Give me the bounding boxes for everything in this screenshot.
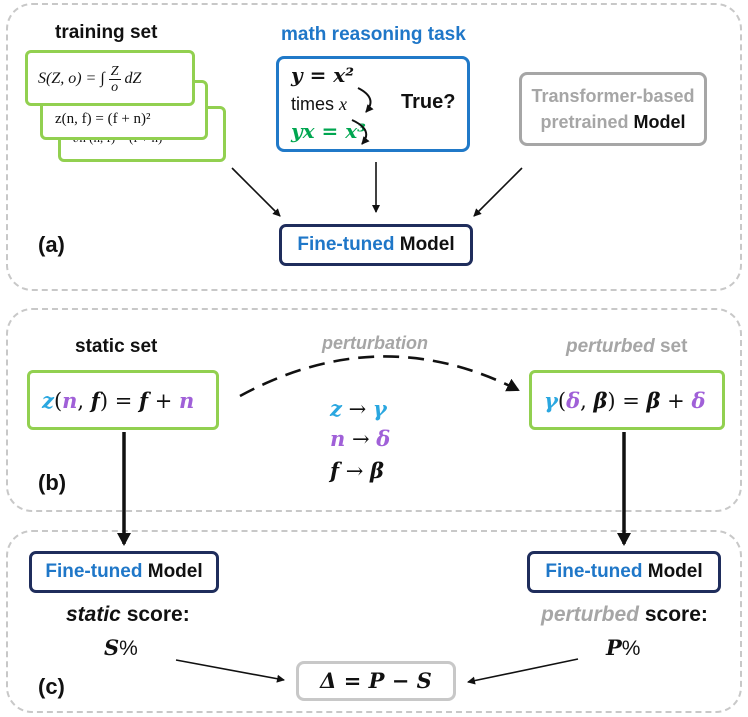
perturbation-label: perturbation — [322, 333, 428, 353]
panel-c — [6, 530, 742, 713]
formula-front-num: Z — [108, 63, 121, 80]
task-line-2: times x — [291, 94, 347, 115]
panel-b — [6, 308, 742, 512]
arrow-training-to-finetuned — [231, 167, 281, 217]
perturbed-eq-plus: + — [660, 389, 692, 413]
arrow-perturbed-score-to-delta — [467, 658, 579, 685]
perturbed-eq-rhs2: δ — [691, 388, 706, 413]
panel-a — [6, 3, 742, 291]
perturbed-title-italic: perturbed — [566, 336, 655, 357]
mapping-z-to: γ — [372, 396, 387, 421]
mapping-z-arrow: → — [341, 397, 373, 421]
mapping-n: n → δ — [330, 426, 440, 458]
perturbed-eq-func: γ — [544, 388, 558, 413]
finetuned-a-prefix: Fine-tuned — [297, 234, 395, 255]
perturbed-score-label: perturbed score: — [541, 603, 708, 627]
finetuned-static-prefix: Fine-tuned — [45, 561, 143, 582]
perturbed-score-unit: % — [621, 637, 641, 660]
panel-a-label: (a) — [38, 232, 65, 257]
formula-front-den: o — [111, 79, 119, 95]
static-score-rest: score: — [126, 603, 190, 626]
perturbed-eq-arg2: β — [593, 388, 608, 413]
mapping-f-from: f — [330, 458, 340, 483]
task-line-2-var: x — [339, 94, 348, 114]
pretrained-line-2: pretrained Model — [522, 109, 704, 135]
perturbed-score-rest: score: — [644, 603, 708, 626]
static-score-label: static score: — [66, 603, 190, 627]
perturbed-score-italic: perturbed — [541, 603, 640, 626]
training-set-title: training set — [55, 22, 158, 43]
static-score-unit: % — [119, 637, 138, 660]
finetuned-perturbed-suffix: Model — [647, 561, 703, 582]
static-eq-arg1: n — [62, 388, 78, 413]
perturbation-arrow — [239, 355, 520, 398]
task-curve-arrow-1 — [357, 87, 374, 113]
panel-b-label: (b) — [38, 470, 67, 495]
mapping-z: z → γ — [330, 396, 440, 426]
pretrained-line-1: Transformer-based — [531, 86, 695, 106]
mapping-f-to: β — [370, 458, 384, 483]
formula-middle: z(n, f) = (f + n)² — [55, 111, 151, 127]
delta-formula: Δ = P − S — [320, 668, 432, 693]
static-set-title: static set — [75, 336, 158, 357]
perturbed-title-rest: set — [659, 336, 688, 357]
static-eq-func: z — [42, 388, 54, 413]
perturbed-equation-box: γ(δ, β) = β + δ — [529, 370, 725, 430]
pretrained-line-2-prefix: pretrained — [540, 112, 629, 132]
perturbed-eq-close: ) = — [607, 389, 647, 413]
static-equation: z(n, f) = f + n — [42, 388, 194, 413]
panel-c-label: (c) — [38, 674, 65, 699]
finetuned-static-suffix: Model — [147, 561, 203, 582]
perturbed-eq-arg1: δ — [566, 388, 581, 413]
finetuned-model-perturbed: Fine-tuned Model — [527, 551, 721, 593]
formula-front-lhs: S(Z, o) = ∫ — [38, 70, 105, 87]
math-task-box: y = x² times x yx = x³ True? — [276, 56, 470, 152]
delta-box: Δ = P − S — [296, 661, 456, 701]
static-eq-rhs1: f — [138, 388, 149, 413]
finetuned-model-static: Fine-tuned Model — [29, 551, 219, 593]
static-eq-arg2: f — [90, 388, 100, 413]
perturbed-equation: γ(δ, β) = β + δ — [544, 388, 705, 413]
task-line-1: y = x² — [291, 63, 354, 87]
task-curve-arrow-2 — [351, 119, 370, 145]
perturbed-score-value: P% — [606, 635, 640, 661]
perturbed-eq-comma: , — [580, 389, 594, 413]
static-eq-plus: + — [148, 389, 179, 413]
finetuned-model-a: Fine-tuned Model — [279, 224, 473, 266]
static-equation-box: z(n, f) = f + n — [27, 370, 219, 430]
static-eq-close: ) = — [99, 389, 139, 413]
static-score-var: S — [104, 635, 120, 660]
arrow-static-score-to-delta — [175, 659, 285, 683]
mapping-f: f → β — [330, 458, 440, 488]
perturbed-eq-rhs1: β — [646, 388, 661, 413]
mapping-list: z → γ n → δ f → β — [330, 396, 440, 488]
finetuned-a-suffix: Model — [399, 234, 455, 255]
static-score-value: S% — [104, 635, 138, 661]
static-eq-rhs2: n — [178, 388, 195, 413]
static-eq-comma: , — [77, 389, 91, 413]
static-score-italic: static — [66, 603, 121, 626]
perturbed-score-var: P — [606, 635, 622, 660]
task-line-3: yx = x³ — [291, 119, 366, 143]
pretrained-line-2-suffix: Model — [633, 112, 686, 132]
mapping-n-to: δ — [376, 426, 391, 451]
task-line-2-word: times — [291, 94, 335, 114]
task-question: True? — [401, 91, 456, 113]
math-task-title: math reasoning task — [281, 24, 466, 45]
mapping-n-arrow: → — [345, 427, 377, 451]
formula-front: S(Z, o) = ∫ Z o dZ — [38, 59, 141, 99]
arrow-pretrained-to-finetuned — [473, 167, 523, 217]
static-eq-paren-open: ( — [53, 389, 63, 413]
training-card-front: S(Z, o) = ∫ Z o dZ — [25, 50, 195, 106]
pretrained-model-box: Transformer-based pretrained Model — [519, 72, 707, 146]
mapping-f-arrow: → — [339, 459, 370, 483]
mapping-z-from: z — [330, 396, 342, 421]
finetuned-perturbed-prefix: Fine-tuned — [545, 561, 643, 582]
mapping-n-from: n — [330, 426, 346, 451]
formula-front-fraction: Z o — [108, 63, 121, 95]
perturbed-set-title: perturbed set — [566, 336, 687, 358]
formula-front-tail: dZ — [124, 70, 142, 87]
perturbed-eq-paren-open: ( — [557, 389, 567, 413]
